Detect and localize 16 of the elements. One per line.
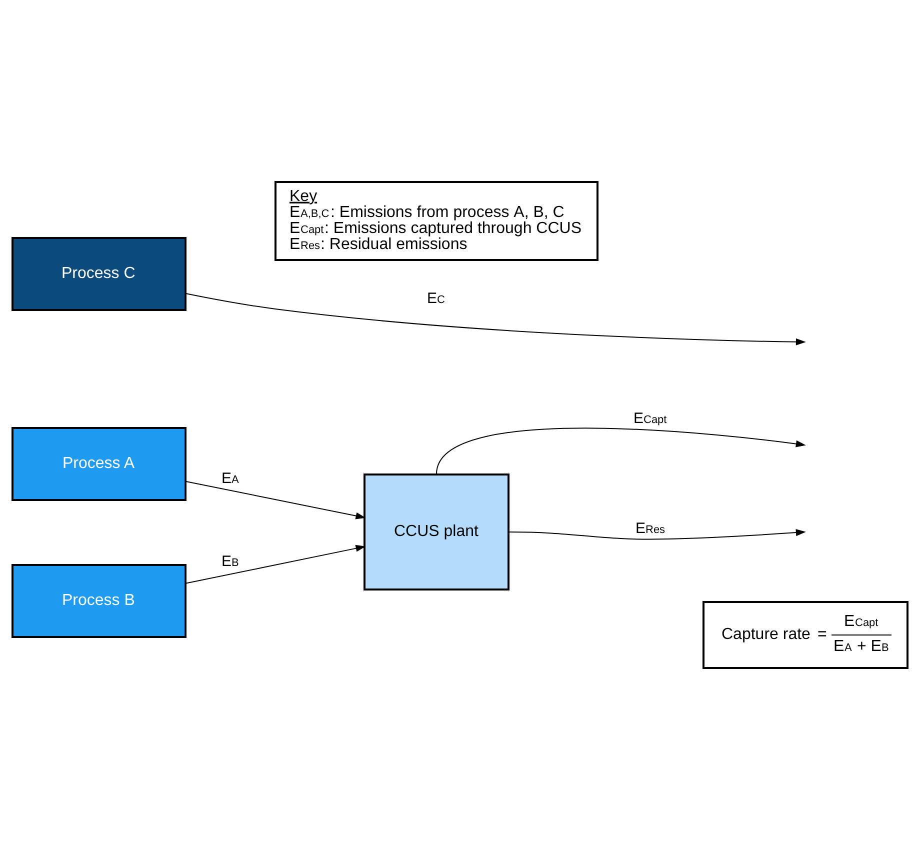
node-box: Process A — [12, 427, 186, 501]
arrow — [509, 529, 806, 540]
arrow — [185, 544, 366, 584]
node-box: Process C — [12, 237, 186, 311]
arrow — [185, 480, 366, 520]
node-box: Key EA,B,C: Emissions from process A, B, C ECapt: Emissions captured through CCUS ERes: Residual emissions — [274, 181, 598, 261]
arrow — [185, 293, 806, 346]
edge-label: EB — [222, 553, 239, 570]
edge-label: EC — [427, 290, 445, 307]
arrow — [436, 428, 806, 474]
node-box: CCUS plant — [364, 474, 510, 590]
node-box: Process B — [12, 564, 186, 638]
node-box: Capture rate = ECapt EA + EB — [702, 601, 908, 669]
edge-label: EA — [222, 470, 239, 487]
edge-label: ECapt — [634, 410, 667, 427]
edge-label: ERes — [636, 520, 666, 537]
